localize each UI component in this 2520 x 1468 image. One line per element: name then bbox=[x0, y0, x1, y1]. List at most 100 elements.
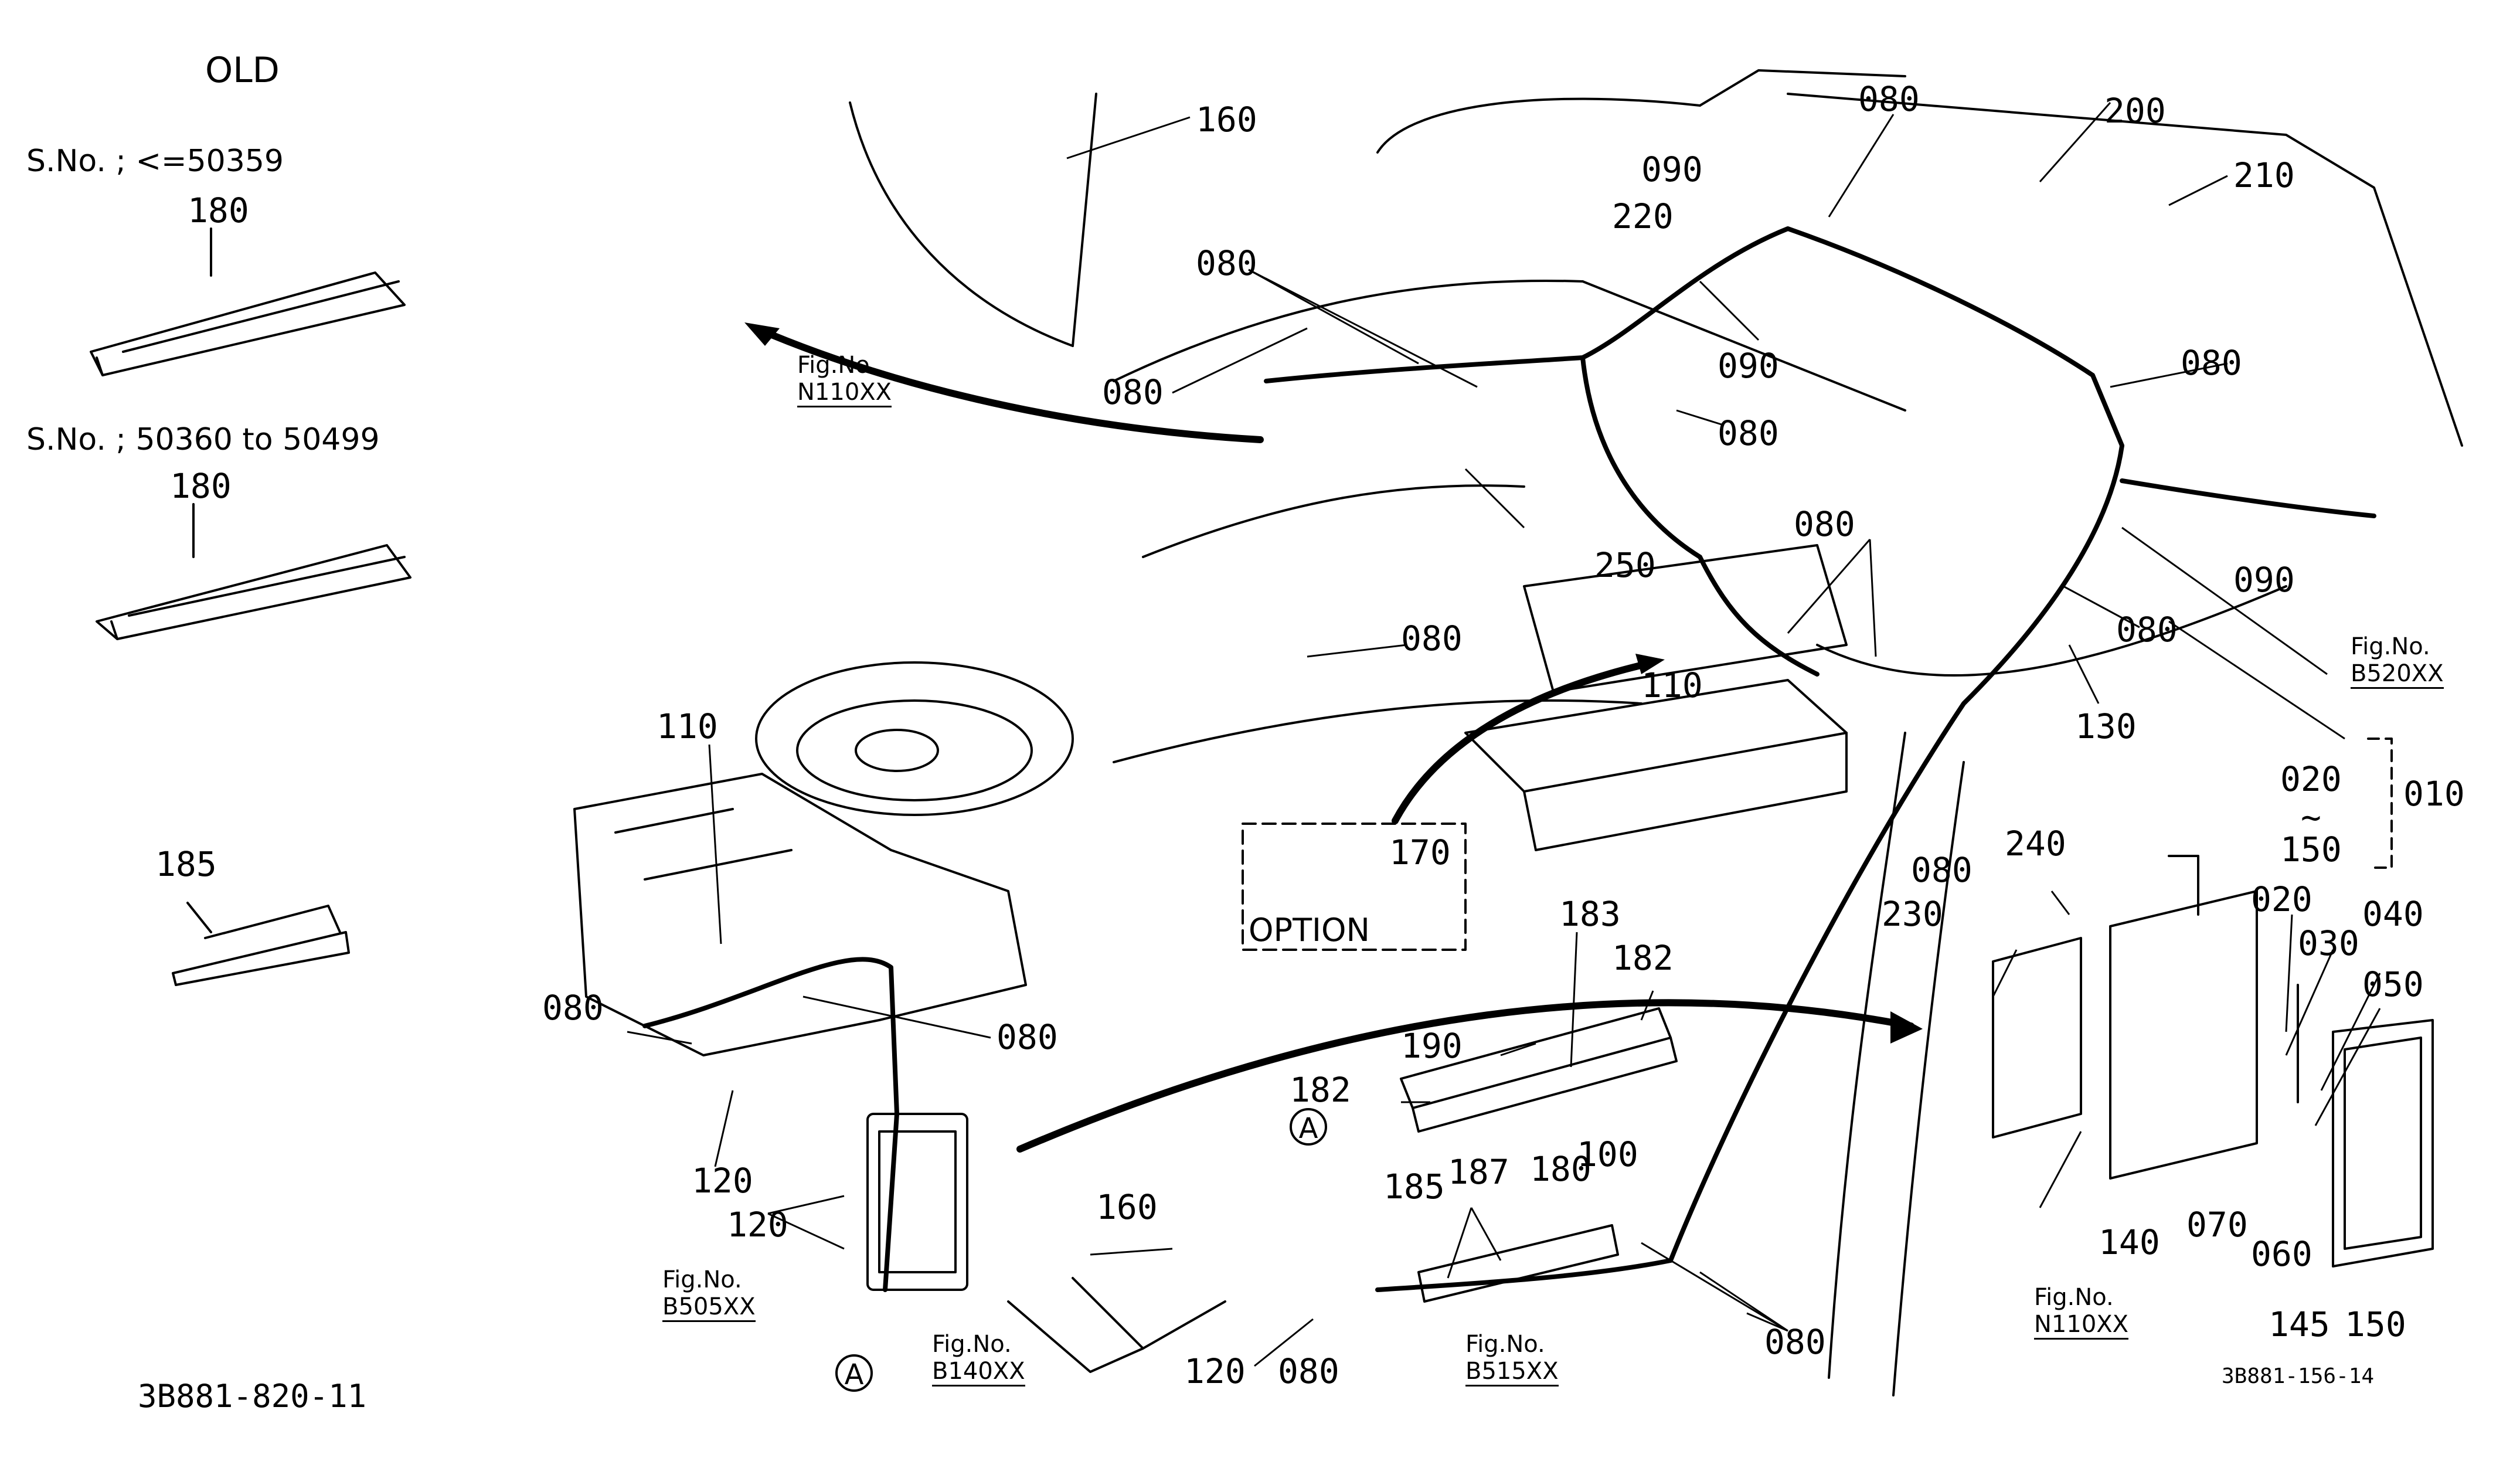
steering-wheel bbox=[755, 661, 1074, 816]
dashboard bbox=[573, 773, 1027, 1291]
fig-ref-code[interactable]: N110XX bbox=[2034, 1311, 2129, 1340]
arrow-head-3 bbox=[1635, 654, 1665, 674]
part-label-180: 180 bbox=[170, 466, 232, 506]
part-label-080: 080 bbox=[2116, 610, 2178, 650]
fig-ref-b505: Fig.No. B505XX bbox=[662, 1266, 756, 1322]
part-label-230: 230 bbox=[1882, 894, 1943, 934]
part-label-180: 180 bbox=[188, 191, 249, 230]
fig-ref-code[interactable]: B515XX bbox=[1465, 1358, 1559, 1387]
serial-range-2: S.No. ; 50360 to 50499 bbox=[26, 422, 380, 457]
part-label-187: 187 bbox=[1448, 1152, 1509, 1192]
part-label-160: 160 bbox=[1196, 100, 1257, 140]
callout-marker-a: A bbox=[835, 1354, 873, 1392]
part-label-050: 050 bbox=[2362, 964, 2424, 1004]
part-label-090: 090 bbox=[2233, 560, 2295, 600]
fig-ref-label: Fig.No. bbox=[797, 352, 877, 379]
part-label-190: 190 bbox=[1401, 1026, 1463, 1066]
part-label-030: 030 bbox=[2298, 923, 2359, 963]
drawing-number-left: 3B881-820-11 bbox=[138, 1378, 367, 1415]
old-bracket-180-a bbox=[90, 227, 406, 376]
option-label: OPTION bbox=[1249, 912, 1370, 949]
arrow-head-1 bbox=[744, 322, 780, 346]
part-label-150: 150 bbox=[2280, 830, 2342, 869]
part-label-120: 120 bbox=[727, 1205, 788, 1245]
fig-ref-label: Fig.No. bbox=[2034, 1284, 2114, 1311]
fig-ref-n110-top: Fig.No. N110XX bbox=[797, 352, 892, 407]
part-label-080: 080 bbox=[1278, 1351, 1339, 1391]
part-label-080: 080 bbox=[542, 988, 604, 1028]
part-label-210: 210 bbox=[2233, 155, 2295, 195]
part-label-120: 120 bbox=[692, 1161, 753, 1201]
fig-ref-code[interactable]: B140XX bbox=[932, 1358, 1025, 1387]
part-label-060: 060 bbox=[2251, 1234, 2312, 1274]
fig-ref-code[interactable]: B505XX bbox=[662, 1293, 756, 1322]
part-label-080: 080 bbox=[1102, 372, 1164, 412]
fig-ref-label: Fig.No. bbox=[2351, 633, 2430, 660]
seat bbox=[1464, 544, 1848, 851]
part-label-090: 090 bbox=[1641, 149, 1703, 189]
serial-range-1: S.No. ; <=50359 bbox=[26, 144, 284, 179]
fig-ref-b140: Fig.No. B140XX bbox=[932, 1331, 1025, 1387]
part-label-080: 080 bbox=[1858, 79, 1920, 119]
drawing-number-right: 3B881-156-14 bbox=[2222, 1364, 2375, 1388]
part-label-080: 080 bbox=[1911, 850, 1973, 890]
part-label-020: 020 bbox=[2251, 879, 2312, 919]
part-label-100: 100 bbox=[1577, 1134, 1638, 1174]
part-label-130: 130 bbox=[2075, 706, 2137, 746]
old-bracket-185 bbox=[172, 902, 350, 986]
part-label-080: 080 bbox=[2181, 343, 2242, 383]
part-label-182: 182 bbox=[1290, 1070, 1351, 1110]
part-label-020: 020 bbox=[2280, 759, 2342, 799]
part-label-080: 080 bbox=[1718, 413, 1779, 453]
part-label-183: 183 bbox=[1559, 894, 1621, 934]
fig-ref-b520: Fig.No. B520XX bbox=[2351, 633, 2444, 689]
part-label-110: 110 bbox=[657, 706, 718, 746]
arrow-head-2 bbox=[1890, 1011, 1923, 1044]
fig-ref-n110-bottom: Fig.No. N110XX bbox=[2034, 1284, 2129, 1340]
part-label-080: 080 bbox=[1196, 243, 1257, 283]
range-bracket-010 bbox=[2367, 738, 2393, 869]
part-label-080: 080 bbox=[1794, 504, 1855, 544]
cab-outline bbox=[849, 69, 2463, 1396]
part-label-110: 110 bbox=[1641, 665, 1703, 705]
part-label-250: 250 bbox=[1594, 545, 1656, 585]
part-label-090: 090 bbox=[1718, 346, 1779, 386]
part-label-145: 145 bbox=[2269, 1304, 2330, 1344]
part-label-185: 185 bbox=[155, 844, 217, 884]
fig-ref-label: Fig.No. bbox=[662, 1266, 742, 1293]
old-bracket-180-b bbox=[96, 503, 412, 640]
part-label-120: 120 bbox=[1184, 1351, 1246, 1391]
part-label-185: 185 bbox=[1383, 1167, 1445, 1207]
wiring-harness bbox=[642, 226, 2376, 1292]
fig-ref-b515: Fig.No. B515XX bbox=[1465, 1331, 1559, 1387]
fig-ref-code[interactable]: B520XX bbox=[2351, 660, 2444, 689]
bracket-160 bbox=[1007, 1277, 1226, 1373]
leader-lines bbox=[627, 102, 2381, 1367]
fig-ref-label: Fig.No. bbox=[1465, 1331, 1545, 1358]
part-label-040: 040 bbox=[2362, 894, 2424, 934]
callout-marker-a: A bbox=[1290, 1108, 1327, 1146]
part-label-150: 150 bbox=[2345, 1304, 2406, 1344]
fig-ref-code[interactable]: N110XX bbox=[797, 379, 892, 407]
part-label-160: 160 bbox=[1096, 1187, 1158, 1227]
part-label-070: 070 bbox=[2186, 1205, 2248, 1245]
part-label-080: 080 bbox=[997, 1017, 1058, 1057]
part-label-170: 170 bbox=[1389, 832, 1451, 872]
part-label-080: 080 bbox=[1764, 1322, 1826, 1362]
part-label-182: 182 bbox=[1612, 938, 1674, 978]
part-label-200: 200 bbox=[2104, 91, 2166, 131]
part-label-010: 010 bbox=[2403, 774, 2465, 814]
option-box bbox=[1242, 823, 1467, 951]
part-label-180: 180 bbox=[1530, 1149, 1591, 1189]
part-label-220: 220 bbox=[1612, 196, 1674, 236]
part-label-080: 080 bbox=[1401, 619, 1463, 658]
range-tilde: ~ bbox=[2301, 797, 2321, 837]
part-label-240: 240 bbox=[2005, 824, 2066, 864]
flow-arrows bbox=[753, 325, 1914, 1153]
fig-ref-label: Fig.No. bbox=[932, 1331, 1012, 1358]
old-title: OLD bbox=[205, 50, 280, 91]
fuse-box-group bbox=[1992, 855, 2434, 1267]
part-label-140: 140 bbox=[2099, 1222, 2160, 1262]
